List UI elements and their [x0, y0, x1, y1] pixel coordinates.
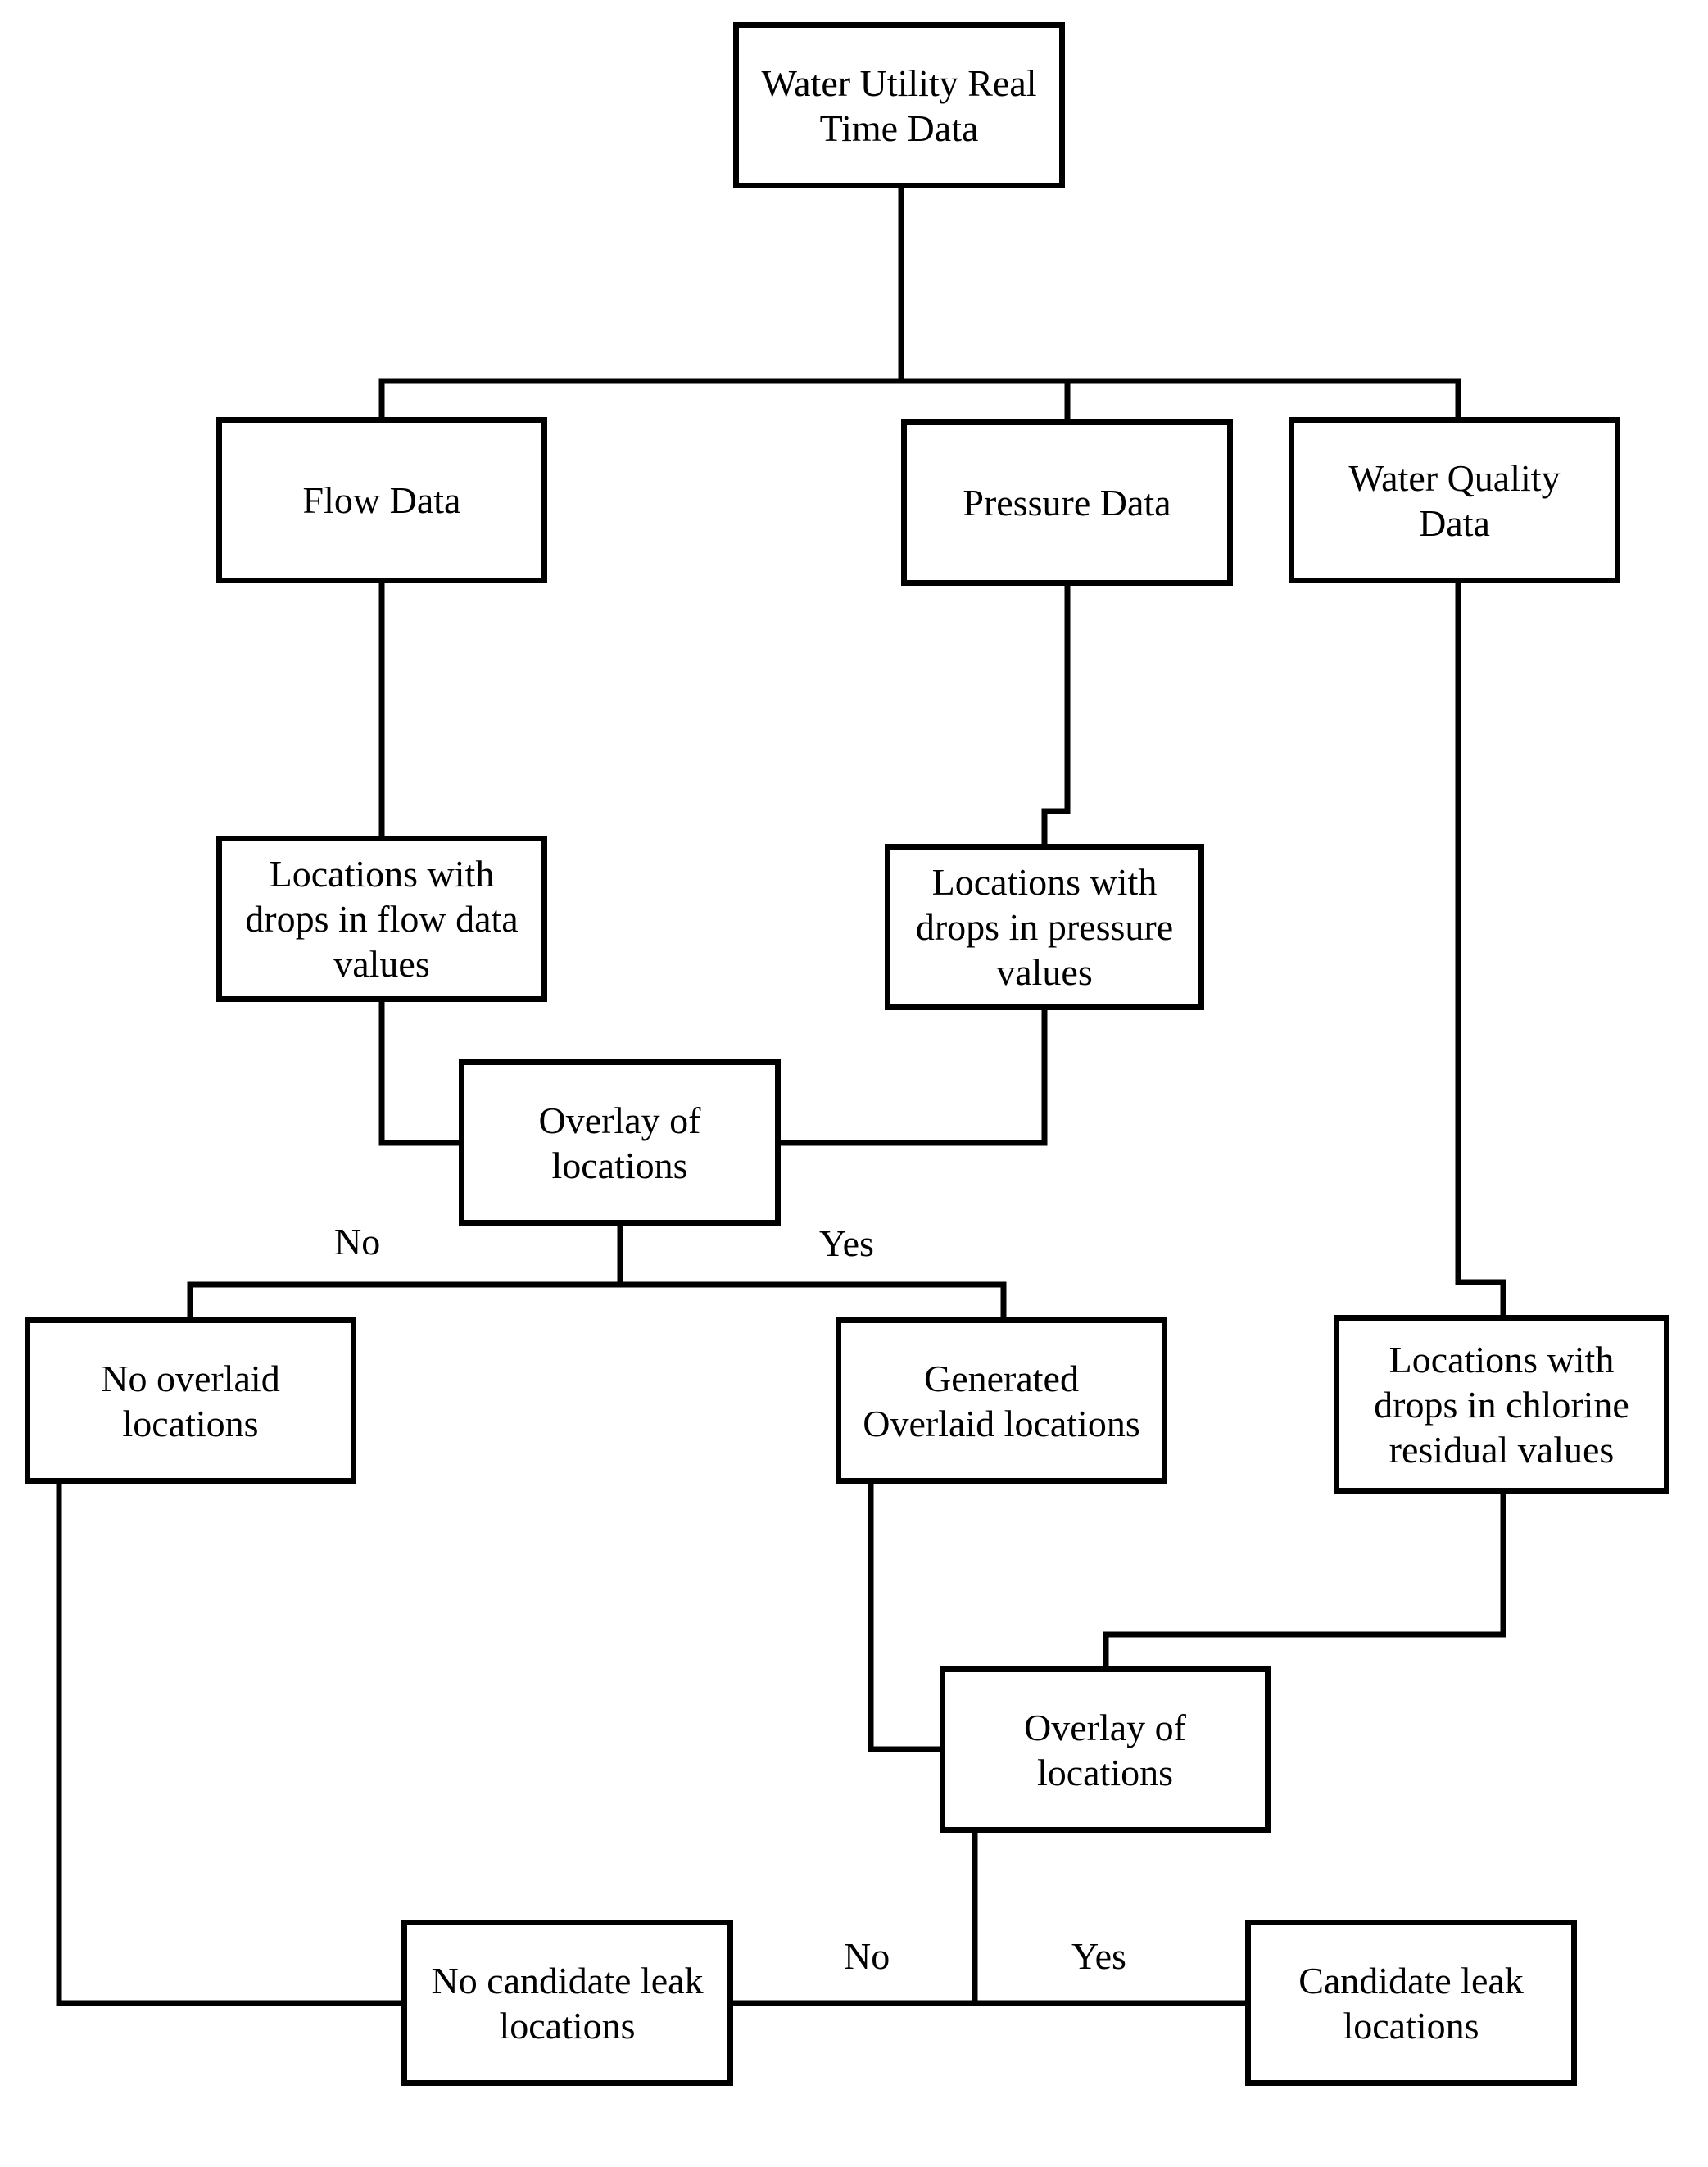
node-pressure-data: Pressure Data: [901, 419, 1233, 586]
connector-nooverlaid-to-nocandidate: [56, 1480, 406, 2006]
connector-pressure-to-drops: [1041, 580, 1071, 849]
edge-label-overlay2-no: No: [844, 1935, 890, 1977]
node-generated-overlaid-locations: Generated Overlaid locations: [836, 1317, 1167, 1484]
edge-label-overlay1-no: No: [334, 1221, 381, 1263]
node-no-overlaid-locations: No overlaid locations: [25, 1317, 356, 1484]
node-flow-drop-locations: Locations with drops in flow data values: [216, 836, 547, 1002]
node-overlay-of-locations-2: Overlay of locations: [940, 1666, 1271, 1833]
node-pressure-drop-locations: Locations with drops in pressure values: [885, 844, 1204, 1010]
edge-label-overlay1-yes: Yes: [819, 1222, 874, 1264]
connector-flowdrops-to-overlay1: [378, 998, 464, 1146]
node-candidate-leak-locations: Candidate leak locations: [1245, 1920, 1577, 2086]
node-chlorine-drop-locations: Locations with drops in chlorine residua…: [1334, 1315, 1669, 1494]
node-overlay-of-locations-1: Overlay of locations: [459, 1059, 781, 1226]
node-water-utility-real-time-data: Water Utility Real Time Data: [733, 22, 1065, 188]
connector-pressuredrops-to-overlay1: [777, 1006, 1048, 1146]
connector-generated-to-overlay2: [868, 1480, 944, 1752]
node-flow-data: Flow Data: [216, 417, 547, 583]
edge-label-overlay2-yes: Yes: [1071, 1935, 1126, 1977]
node-water-quality-data: Water Quality Data: [1289, 417, 1620, 583]
connector-quality-to-chlorine: [1455, 580, 1506, 1321]
connector-chlorine-to-overlay2: [1103, 1489, 1506, 1671]
node-no-candidate-leak-locations: No candidate leak locations: [401, 1920, 733, 2086]
